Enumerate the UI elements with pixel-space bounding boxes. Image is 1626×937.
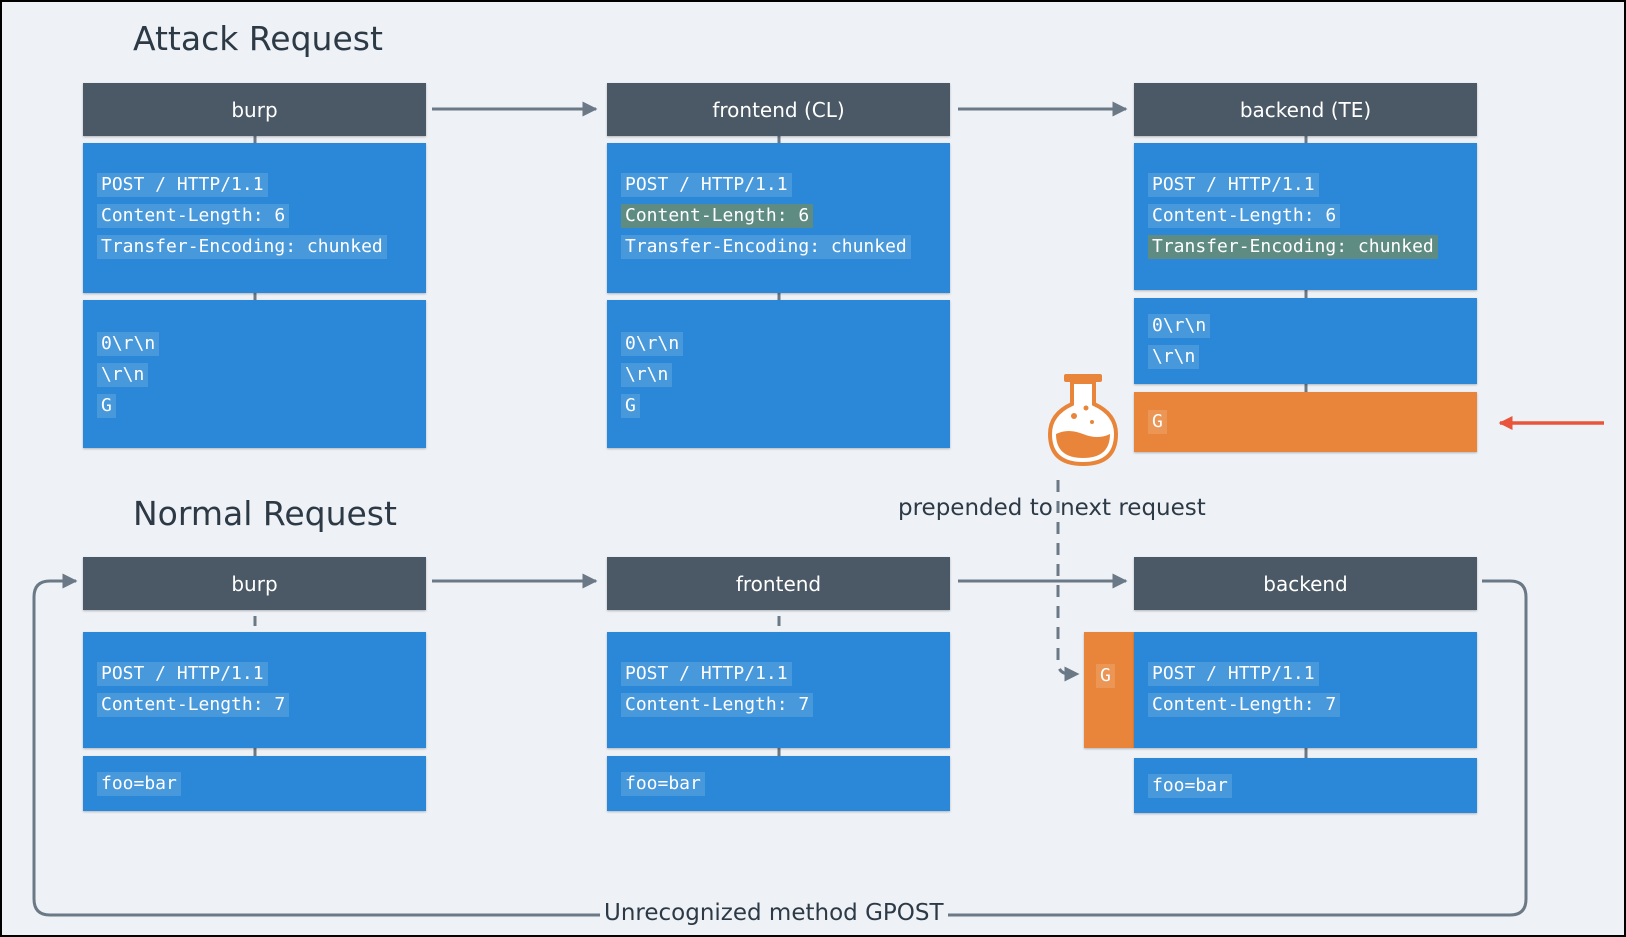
normal-backend-header: backend xyxy=(1134,557,1477,610)
prepended-g-block: G xyxy=(1084,632,1134,748)
leftover-g-panel: G xyxy=(1134,392,1477,452)
normal-burp-body-panel: foo=bar xyxy=(83,756,426,811)
attack-frontend-headers-panel: POST / HTTP/1.1 Content-Length: 6 Transf… xyxy=(607,143,950,293)
prepend-dashed-connector xyxy=(1056,480,1080,682)
attack-frontend-header: frontend (CL) xyxy=(607,83,950,136)
attack-burp-headers-panel: POST / HTTP/1.1 Content-Length: 6 Transf… xyxy=(83,143,426,293)
request-line: POST / HTTP/1.1 xyxy=(1148,173,1319,197)
transfer-encoding-header: Transfer-Encoding: chunked xyxy=(97,235,387,259)
normal-backend-body-panel: foo=bar xyxy=(1134,758,1477,813)
body-line: \r\n xyxy=(621,363,673,387)
attack-burp-header: burp xyxy=(83,83,426,136)
prepended-label: prepended to next request xyxy=(898,495,1206,521)
leftover-g-text: G xyxy=(1148,410,1167,434)
body-line: G xyxy=(97,394,116,418)
normal-frontend-body-panel: foo=bar xyxy=(607,756,950,811)
transfer-encoding-header: Transfer-Encoding: chunked xyxy=(621,235,911,259)
normal-burp-headers-panel: POST / HTTP/1.1 Content-Length: 7 xyxy=(83,632,426,748)
body-line: \r\n xyxy=(97,363,149,387)
body-line: \r\n xyxy=(1148,345,1200,369)
prepended-g-text: G xyxy=(1096,664,1115,688)
flask-icon xyxy=(1047,374,1119,467)
loop-label: Unrecognized method GPOST xyxy=(600,900,948,926)
content-length-header: Content-Length: 7 xyxy=(1148,693,1341,717)
request-line: POST / HTTP/1.1 xyxy=(97,662,268,686)
content-length-header: Content-Length: 7 xyxy=(97,693,290,717)
attack-frontend-body-panel: 0\r\n \r\n G xyxy=(607,300,950,448)
body-line: 0\r\n xyxy=(621,332,684,356)
body-line: foo=bar xyxy=(621,772,705,796)
normal-request-title: Normal Request xyxy=(133,494,397,533)
body-line: foo=bar xyxy=(1148,774,1232,798)
attack-backend-headers-panel: POST / HTTP/1.1 Content-Length: 6 Transf… xyxy=(1134,143,1477,290)
attack-backend-header: backend (TE) xyxy=(1134,83,1477,136)
request-line: POST / HTTP/1.1 xyxy=(621,662,792,686)
body-line: foo=bar xyxy=(97,772,181,796)
body-line: 0\r\n xyxy=(1148,314,1211,338)
normal-frontend-headers-panel: POST / HTTP/1.1 Content-Length: 7 xyxy=(607,632,950,748)
attack-burp-body-panel: 0\r\n \r\n G xyxy=(83,300,426,448)
content-length-header: Content-Length: 6 xyxy=(97,204,290,228)
normal-burp-header: burp xyxy=(83,557,426,610)
content-length-header-highlighted: Content-Length: 6 xyxy=(621,204,814,228)
content-length-header: Content-Length: 7 xyxy=(621,693,814,717)
normal-backend-headers-panel: POST / HTTP/1.1 Content-Length: 7 xyxy=(1134,632,1477,748)
transfer-encoding-header-highlighted: Transfer-Encoding: chunked xyxy=(1148,235,1438,259)
request-line: POST / HTTP/1.1 xyxy=(1148,662,1319,686)
body-line: G xyxy=(621,394,640,418)
normal-frontend-header: frontend xyxy=(607,557,950,610)
request-line: POST / HTTP/1.1 xyxy=(97,173,268,197)
request-line: POST / HTTP/1.1 xyxy=(621,173,792,197)
body-line: 0\r\n xyxy=(97,332,160,356)
attack-backend-body-panel: 0\r\n \r\n xyxy=(1134,298,1477,384)
content-length-header: Content-Length: 6 xyxy=(1148,204,1341,228)
attack-request-title: Attack Request xyxy=(133,19,383,58)
